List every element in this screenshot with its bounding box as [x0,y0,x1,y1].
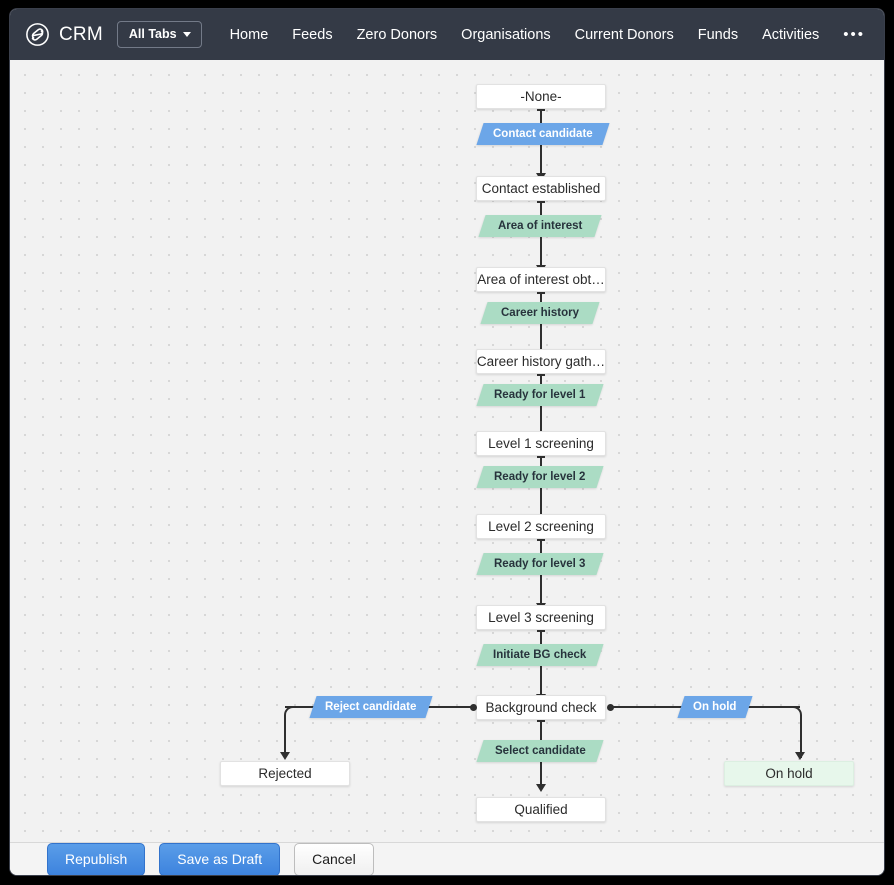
brand[interactable]: CRM [25,22,103,47]
transition-reject-candidate[interactable]: Reject candidate [309,696,433,718]
connector-arrowhead [280,752,290,760]
cancel-button[interactable]: Cancel [294,842,374,875]
nav-item-home[interactable]: Home [229,26,269,43]
connector-line [540,456,542,524]
nav-item-activities[interactable]: Activities [762,26,820,43]
connector-elbow [788,706,802,758]
transition-ready-for-level-1[interactable]: Ready for level 1 [476,384,604,406]
brand-name: CRM [59,23,103,45]
node-area-of-interest-obtained[interactable]: Area of interest obt… [476,267,606,292]
node-level-3-screening[interactable]: Level 3 screening [476,605,606,630]
infinity-circle-logo-icon [25,22,50,47]
transition-ready-for-level-2[interactable]: Ready for level 2 [476,466,604,488]
transition-ready-for-level-3[interactable]: Ready for level 3 [476,553,604,575]
transition-on-hold[interactable]: On hold [677,696,753,718]
flow-diagram-canvas[interactable]: -None- Contact candidate Contact establi… [10,60,884,842]
transition-career-history[interactable]: Career history [480,302,600,324]
nav-item-feeds[interactable]: Feeds [292,26,333,43]
transition-initiate-bg-check[interactable]: Initiate BG check [476,644,604,666]
node-background-check[interactable]: Background check [476,695,606,720]
chevron-down-icon [182,31,191,37]
node-level-2-screening[interactable]: Level 2 screening [476,514,606,539]
connector-line [540,374,542,442]
node-qualified[interactable]: Qualified [476,797,606,822]
node-career-history-gathered[interactable]: Career history gath… [476,349,606,374]
republish-button[interactable]: Republish [47,842,146,875]
all-tabs-dropdown[interactable]: All Tabs [116,21,202,48]
transition-contact-candidate[interactable]: Contact candidate [476,123,610,145]
node-on-hold[interactable]: On hold [724,761,854,786]
nav-item-organisations[interactable]: Organisations [461,26,551,43]
app-window: CRM All Tabs Home Feeds Zero Donors Orga… [10,9,884,875]
connector-line [540,292,542,360]
connector-arrowhead [795,752,805,760]
overflow-ellipsis-icon[interactable]: ••• [843,25,866,43]
save-as-draft-button[interactable]: Save as Draft [159,842,281,875]
nav-item-zero-donors[interactable]: Zero Donors [356,26,438,43]
node-level-1-screening[interactable]: Level 1 screening [476,431,606,456]
transition-select-candidate[interactable]: Select candidate [476,740,604,762]
nav-item-current-donors[interactable]: Current Donors [574,26,674,43]
connector-arrowhead [536,784,546,792]
connector-elbow [284,706,298,758]
all-tabs-label: All Tabs [128,27,177,41]
node-contact-established[interactable]: Contact established [476,176,606,201]
transition-area-of-interest[interactable]: Area of interest [478,215,602,237]
top-navigation-bar: CRM All Tabs Home Feeds Zero Donors Orga… [10,9,884,60]
node-rejected[interactable]: Rejected [220,761,350,786]
footer-action-bar: Republish Save as Draft Cancel [10,842,884,875]
nav-item-funds[interactable]: Funds [697,26,739,43]
node-none[interactable]: -None- [476,84,606,109]
